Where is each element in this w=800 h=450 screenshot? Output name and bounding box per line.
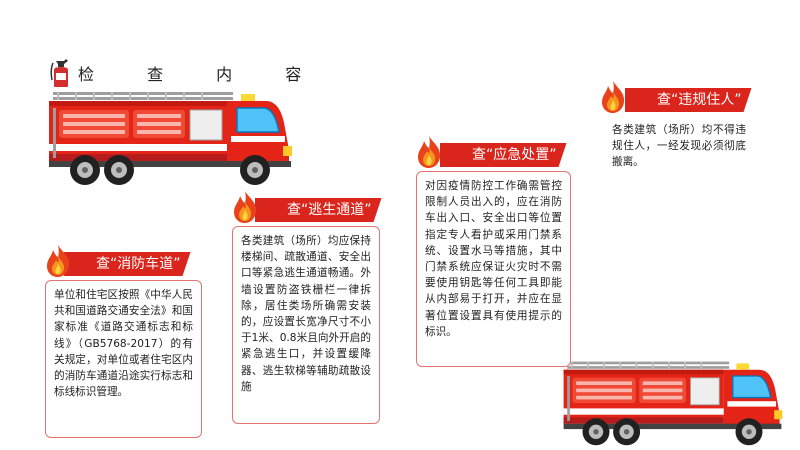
card-tag: 查“消防车道” xyxy=(64,252,191,276)
card-tag: 查“应急处置” xyxy=(440,143,567,167)
page-title: 检 查 内 容 xyxy=(78,65,326,84)
fire-truck-illustration-small xyxy=(560,358,785,448)
fire-truck-illustration xyxy=(45,88,295,188)
flame-icon xyxy=(43,244,73,278)
card-body: 对因疫情防控工作确需管控限制人员出入的，应在消防车出入口、安全出口等位置指定专人… xyxy=(416,171,571,367)
card-body: 各类建筑（场所）均应保持楼梯间、疏散通道、安全出口等紧急逃生通道畅通。外墙设置防… xyxy=(232,226,380,424)
card-tag: 查“逃生通道” xyxy=(255,198,382,222)
fire-extinguisher-icon xyxy=(50,59,68,87)
flame-icon xyxy=(230,190,260,224)
card-body: 各类建筑（场所）均不得违规住人，一经发现必须彻底搬离。 xyxy=(600,116,758,184)
flame-icon xyxy=(598,80,628,114)
card-body: 单位和住宅区按照《中华人民共和国道路交通安全法》和国家标准《道路交通标志和标线》… xyxy=(45,280,202,438)
section-header: 检 查 内 容 xyxy=(50,58,325,88)
card-tag: 查“违规住人” xyxy=(625,88,752,112)
flame-icon xyxy=(414,135,444,169)
